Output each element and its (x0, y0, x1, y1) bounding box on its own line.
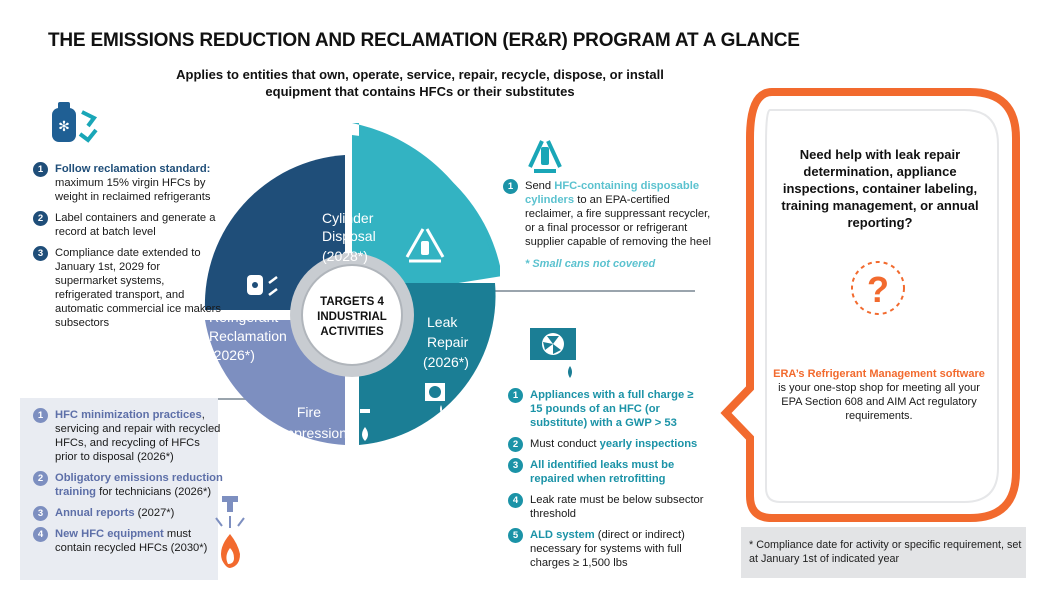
center-text-2: INDUSTRIAL (317, 311, 387, 323)
item-bold: HFC-containing disposable cylinders (525, 180, 700, 206)
list-item: 3 Compliance date extended to January 1s… (33, 246, 223, 330)
recycle-cylinder-icon (405, 228, 445, 263)
item-text: must contain recycled HFCs (2030*) (55, 528, 208, 554)
center-text-1: TARGETS 4 (320, 296, 384, 308)
fire-suppression-requirements-list: 1 HFC minimization practices, servicing … (33, 408, 223, 562)
item-text: , servicing and repair with recycled HFC… (55, 409, 221, 463)
step-number: 1 (33, 162, 48, 177)
fan-unit-icon (425, 383, 445, 413)
fan-unit-icon (530, 328, 576, 378)
leak-label-1: Leak (427, 314, 458, 330)
subtitle-line-2: equipment that contains HFCs or their su… (265, 84, 575, 99)
list-item: 1 Follow reclamation standard: maximum 1… (33, 162, 223, 204)
step-number: 1 (503, 179, 518, 194)
item-text: Label containers and generate a record a… (55, 212, 216, 238)
item-text: (direct or indirect) necessary for syste… (530, 529, 685, 569)
step-number: 1 (33, 408, 48, 423)
step-number: 4 (508, 493, 523, 508)
segment-cylinder-fill (352, 123, 495, 273)
step-number: 2 (33, 211, 48, 226)
item-bold: Obligatory emissions reduction training (55, 472, 223, 498)
list-item: 5 ALD system (direct or indirect) necess… (508, 528, 708, 570)
fire-label-2: Suppression (269, 425, 347, 441)
callout-question: Need help with leak repair determination… (781, 147, 979, 230)
footnote: * Compliance date for activity or specif… (749, 539, 1022, 565)
subtitle-line-1: Applies to entities that own, operate, s… (176, 67, 664, 82)
svg-text:✻: ✻ (58, 118, 70, 134)
step-number: 3 (508, 458, 523, 473)
refrigerant-label-2: Reclamation (209, 328, 287, 344)
callout-body-text: is your one-stop shop for meeting all yo… (778, 382, 980, 422)
item-bold: ALD system (530, 529, 595, 541)
item-text: Compliance date extended to January 1st,… (55, 247, 221, 329)
cylinder-label-3: (2028*) (322, 248, 368, 264)
item-bold: Appliances with a full charge ≥ 15 pound… (530, 389, 694, 429)
item-text: to an EPA-certified reclaimer, a fire su… (525, 194, 711, 248)
leak-label-2: Repair (427, 334, 469, 350)
list-item: 3 Annual reports (2027*) (33, 506, 223, 521)
cylinder-note: * Small cans not covered (525, 258, 656, 270)
refrigerant-label-3: (2026*) (209, 347, 255, 363)
refrigerant-tank-icon: ✻ (52, 102, 98, 143)
sprinkler-flame-icon (360, 409, 370, 441)
leak-repair-requirements-list: 1 Appliances with a full charge ≥ 15 pou… (508, 388, 708, 577)
page-subtitle: Applies to entities that own, operate, s… (160, 66, 680, 100)
cylinder-requirements-list: 1 Send HFC-containing disposable cylinde… (503, 179, 718, 256)
list-item: 2 Obligatory emissions reduction trainin… (33, 471, 223, 499)
item-text: Leak rate must be below subsector thresh… (530, 494, 704, 520)
list-item: 3 All identified leaks must be repaired … (508, 458, 708, 486)
fire-label-1: Fire (297, 404, 321, 420)
list-item: 4 New HFC equipment must contain recycle… (33, 527, 223, 555)
center-text-3: ACTIVITIES (320, 326, 384, 338)
question-mark: ? (867, 269, 889, 310)
step-number: 2 (508, 437, 523, 452)
item-bold: New HFC equipment (55, 528, 164, 540)
refrigerant-label-1: Refrigerant (209, 309, 278, 325)
activities-wheel: TARGETS 4 INDUSTRIAL ACTIVITIES Cylinder… (204, 123, 500, 445)
list-item: 2 Label containers and generate a record… (33, 211, 223, 239)
cylinder-label-2: Disposal (322, 228, 376, 244)
item-bold: yearly inspections (599, 438, 698, 450)
step-number: 3 (33, 246, 48, 261)
connector-line (400, 290, 695, 292)
sprinkler-flame-icon (215, 496, 245, 568)
center-circle (301, 264, 403, 366)
item-text: maximum 15% virgin HFCs by weight in rec… (55, 177, 211, 203)
step-number: 4 (33, 527, 48, 542)
item-bold: Follow reclamation standard: (55, 163, 211, 175)
recycle-cylinder-icon (528, 140, 562, 173)
refrigerant-tank-icon (247, 275, 278, 296)
item-text: for technicians (2026*) (96, 486, 212, 498)
cylinder-label-1: Cylinder (322, 210, 374, 226)
refrigerant-requirements-list: 1 Follow reclamation standard: maximum 1… (33, 162, 223, 337)
leak-label-3: (2026*) (423, 354, 469, 370)
list-item: 1 HFC minimization practices, servicing … (33, 408, 223, 464)
footnote-box (741, 527, 1026, 578)
item-bold: All identified leaks must be repaired wh… (530, 459, 675, 485)
step-number: 1 (508, 388, 523, 403)
list-item: 1 Send HFC-containing disposable cylinde… (503, 179, 718, 249)
step-number: 2 (33, 471, 48, 486)
item-bold: HFC minimization practices (55, 409, 202, 421)
item-text: (2027*) (134, 507, 175, 519)
fire-section-panel (20, 398, 218, 580)
callout-body: ERA’s Refrigerant Management software is… (768, 367, 990, 423)
list-item: 1 Appliances with a full charge ≥ 15 pou… (508, 388, 708, 430)
software-link[interactable]: ERA’s Refrigerant Management software (773, 368, 985, 380)
item-text: Must conduct (530, 438, 600, 450)
step-number: 3 (33, 506, 48, 521)
question-icon (851, 261, 905, 315)
callout-bubble: ? (720, 88, 1020, 522)
item-bold: Annual reports (55, 507, 135, 519)
step-number: 5 (508, 528, 523, 543)
page-title: THE EMISSIONS REDUCTION AND RECLAMATION … (48, 30, 800, 51)
list-item: 2 Must conduct yearly inspections (508, 437, 708, 452)
list-item: 4 Leak rate must be below subsector thre… (508, 493, 708, 521)
item-text: Send (525, 180, 555, 192)
